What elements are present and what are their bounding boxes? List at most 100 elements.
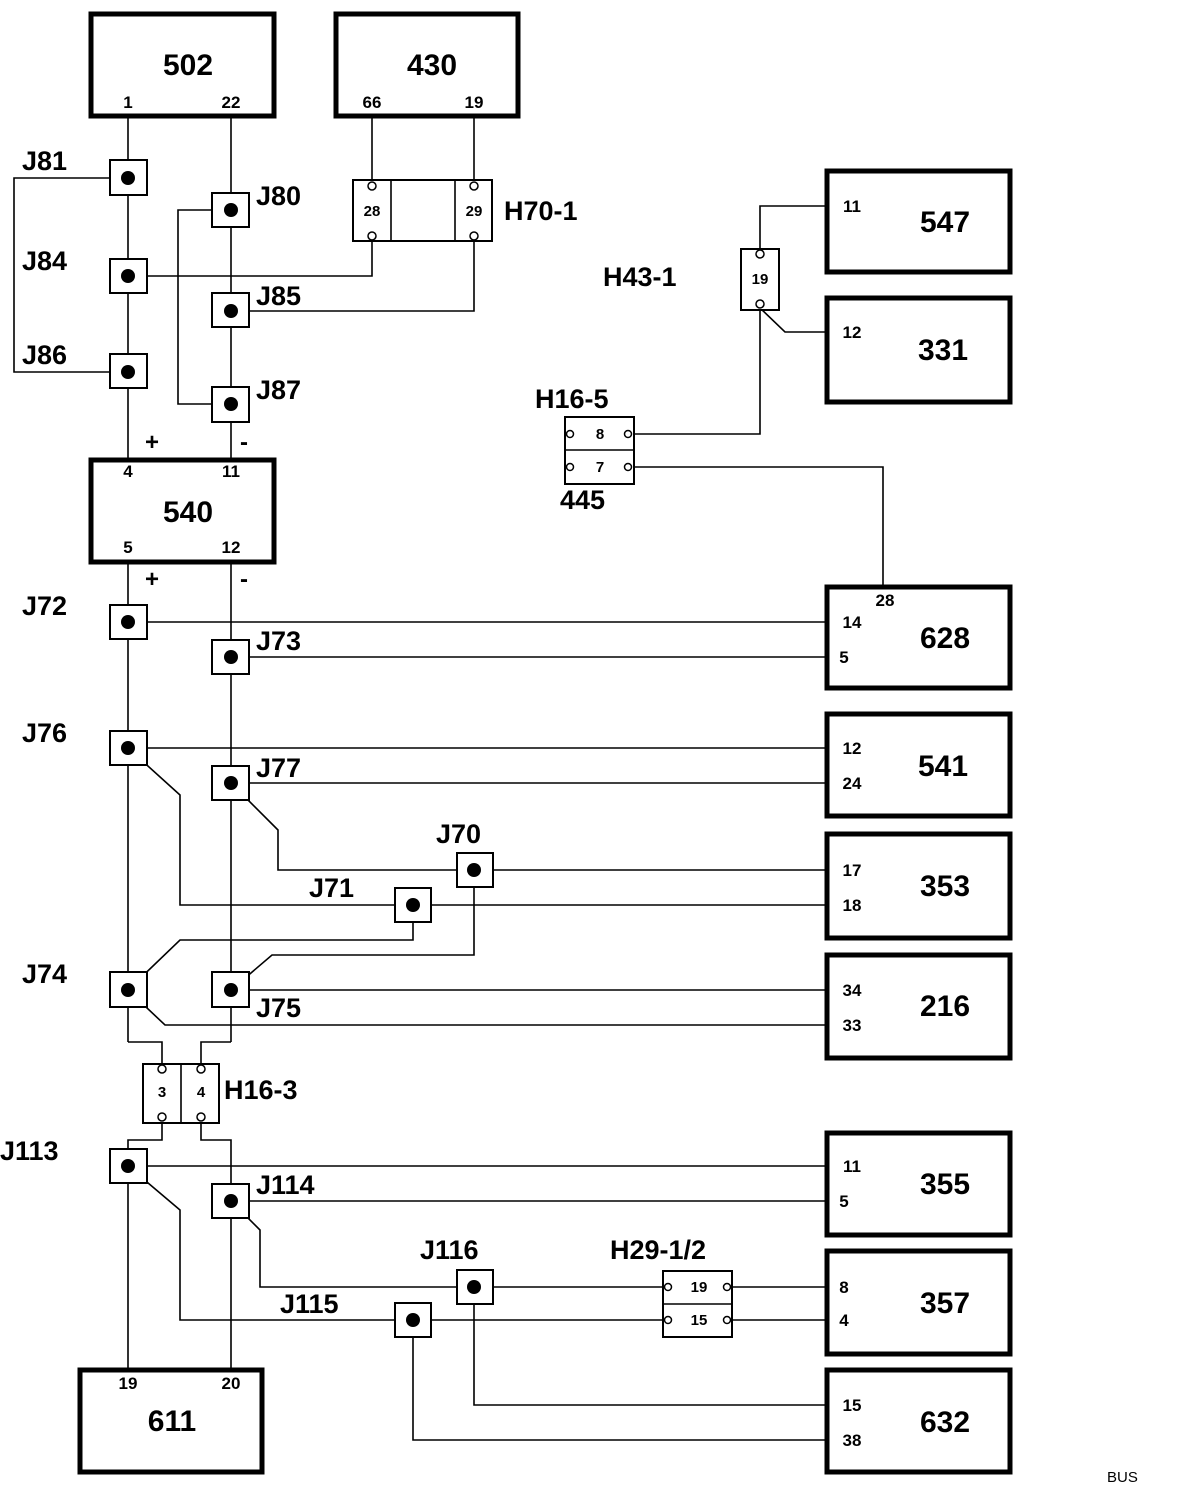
junction-j84: J84 [22,246,148,294]
junction-j81: J81 [22,146,148,196]
junction-j116: J116 [420,1235,494,1305]
junction-j85: J85 [211,281,301,328]
junction-label: J73 [256,626,301,656]
component-331: 331 12 [824,295,1013,405]
pin-label: 17 [843,861,862,880]
pin-label: 15 [843,1396,862,1415]
component-541: 541 12 24 [824,711,1013,819]
junction-label: J85 [256,281,301,311]
pin-label: 11 [222,462,240,481]
component-632: 632 15 38 [824,1367,1013,1475]
junction-j77: J77 [211,753,301,801]
junction-label: J115 [280,1289,339,1319]
polarity-minus: - [240,429,248,456]
pin-label: 66 [363,93,382,112]
connector-label: H29-1/2 [610,1235,706,1265]
component-357: 357 8 4 [824,1248,1013,1357]
pin-label: 5 [123,538,132,557]
connector-pin: 28 [364,203,381,220]
junction-label: J86 [22,340,67,370]
junction-label: J114 [256,1170,315,1200]
junction-j70: J70 [436,819,494,888]
component-label: 357 [920,1287,970,1320]
pin-label: 28 [876,591,895,610]
component-547: 547 11 [824,168,1013,275]
connector-pin: 8 [596,426,604,443]
pin-label: 18 [843,896,862,915]
junction-label: J87 [256,375,301,405]
connector-sublabel: 445 [560,485,605,515]
component-353: 353 17 18 [824,831,1013,941]
junction-label: J70 [436,819,481,849]
junction-j80: J80 [211,181,301,228]
connector-pin: 19 [691,1279,708,1296]
pin-label: 5 [839,1192,848,1211]
pin-label: 19 [119,1374,138,1393]
pin-label: 11 [843,197,861,216]
component-216: 216 34 33 [824,952,1013,1061]
junction-j72: J72 [22,591,148,640]
pin-label: 12 [843,323,862,342]
pin-label: 11 [843,1157,861,1176]
connector-pin: 19 [752,271,769,288]
component-label: 540 [163,496,213,529]
polarity-plus: + [145,566,159,593]
connector-label: H70-1 [504,196,578,226]
component-502: 502 1 22 [88,11,277,119]
component-430: 430 66 19 [333,11,521,119]
component-label: 331 [918,334,968,367]
pin-label: 12 [222,538,241,557]
pin-label: 4 [839,1311,849,1330]
connector-pin: 7 [596,459,604,476]
pin-label: 33 [843,1016,862,1035]
component-label: 632 [920,1406,970,1439]
pin-label: 24 [843,774,862,793]
junction-label: J75 [256,993,301,1023]
connector-h29-1-2: 19 15 H29-1/2 [610,1235,733,1338]
component-label: 355 [920,1168,970,1201]
pin-label: 1 [123,93,132,112]
bus-label: BUS [1107,1469,1138,1486]
junction-label: J74 [22,959,67,989]
component-540: 540 4 11 5 12 [88,457,277,565]
component-label: 353 [920,870,970,903]
connector-pin: 4 [197,1084,206,1101]
component-355: 355 11 5 [824,1130,1013,1238]
component-label: 430 [407,49,457,82]
pin-label: 4 [123,462,133,481]
connector-pin: 3 [158,1084,166,1101]
junction-j75: J75 [211,971,301,1023]
component-611: 611 19 20 [77,1367,265,1475]
junction-j115: J115 [280,1289,432,1338]
pin-label: 34 [843,981,862,1000]
junction-label: J80 [256,181,301,211]
component-label: 611 [148,1405,196,1438]
pin-label: 12 [843,739,862,758]
connector-label: H16-3 [224,1075,298,1105]
component-label: 547 [920,206,970,239]
component-628: 628 28 14 5 [824,584,1013,691]
junction-j114: J114 [211,1170,315,1219]
connector-label: H16-5 [535,384,609,414]
connector-h16-5: 8 7 H16-5 445 [535,384,635,515]
junction-label: J81 [22,146,67,176]
junction-label: J116 [420,1235,479,1265]
pin-label: 20 [222,1374,241,1393]
connector-pin: 15 [691,1312,708,1329]
junction-j76: J76 [22,718,148,766]
pin-label: 38 [843,1431,862,1450]
junction-j71: J71 [309,873,432,923]
junction-j73: J73 [211,626,301,675]
connector-pin: 29 [466,203,483,220]
connector-h70-1: 28 29 H70-1 [352,179,578,242]
pin-label: 8 [839,1278,848,1297]
component-label: 541 [918,750,968,783]
junction-label: J77 [256,753,301,783]
pin-label: 19 [465,93,484,112]
junction-label: J84 [22,246,67,276]
junction-j74: J74 [22,959,148,1008]
junction-label: J72 [22,591,67,621]
pin-label: 5 [839,648,848,667]
component-label: 628 [920,622,970,655]
